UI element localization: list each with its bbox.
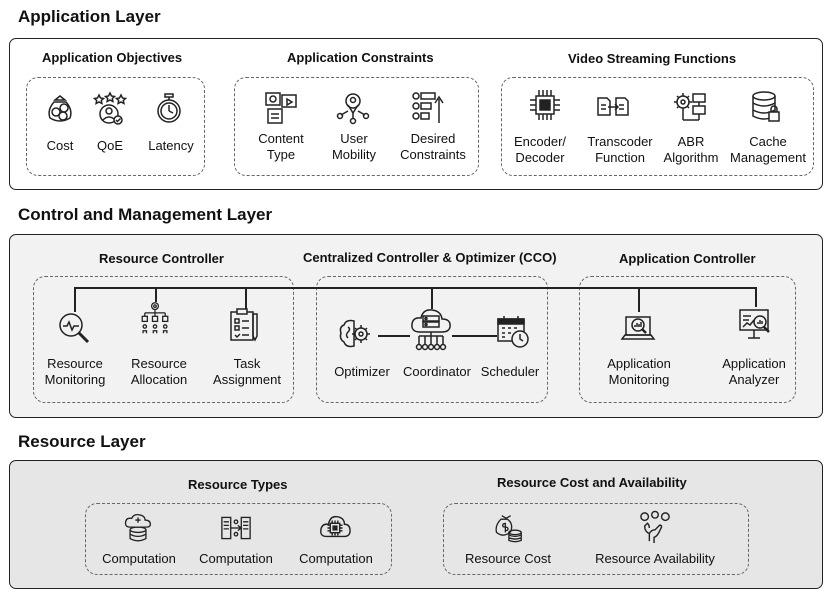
connector-optimizer-coordinator [378,335,410,337]
connector-task-assignment [245,287,247,309]
stopwatch-icon [152,92,186,126]
task-clipboard-icon [228,308,262,342]
control-bus-line [74,287,756,289]
hand-availability-icon [639,510,671,543]
calendar-scheduler-icon [496,315,530,349]
connector-app-monitoring [638,287,640,312]
application-objectives-group [26,77,205,176]
objective-label-cost: Cost [46,138,74,153]
coins-cost-icon [493,512,523,544]
cloud-chip-icon [319,512,351,544]
allocation-tree-icon [138,301,172,335]
video-streaming-title: Video Streaming Functions [568,51,737,66]
brain-optimizer-icon [338,317,372,351]
presentation-analyzer-icon [738,307,772,341]
application-layer-title: Application Layer [18,7,161,26]
cco-group [316,276,548,403]
connector-resource-monitoring [74,287,76,312]
resource-layer-box [9,460,823,589]
resource-cost-group [443,503,749,575]
cache-database-icon [749,90,783,124]
constraints-list-icon [411,91,445,125]
application-constraints-group [234,77,479,176]
cco-label-coordinator: Coordinator [403,364,471,379]
resource-cost-title: Resource Cost and Availability [497,475,687,490]
resource-controller-group [33,276,294,403]
connector-app-analyzer [755,287,757,307]
computation-flow-icon [221,513,251,543]
cco-title: Centralized Controller & Optimizer (CCO) [303,250,557,265]
video-streaming-group [501,77,814,176]
objective-label-latency: Latency [148,138,194,153]
cco-label-scheduler: Scheduler [480,364,540,379]
cloud-coordinator-icon [408,306,454,352]
resource-types-title: Resource Types [188,477,288,492]
resource-cost-label: Resource Cost [465,551,551,566]
connector-coordinator [431,287,433,309]
objective-label-qoe: QoE [96,138,124,153]
money-bag-icon [43,92,77,126]
application-layer-box [9,38,823,190]
monitoring-magnifier-icon [57,311,91,345]
cco-label-optimizer: Optimizer [334,364,390,379]
content-type-icon [264,91,298,125]
application-controller-group [579,276,796,403]
encoder-chip-icon [528,88,562,122]
resource-types-group [85,503,392,575]
resource-availability-label: Resource Availability [595,551,715,566]
stars-user-icon [92,91,128,126]
user-mobility-icon [336,91,370,125]
resource-type-label-2: Computation [199,551,273,566]
resource-type-label-3: Computation [299,551,373,566]
application-constraints-title: Application Constraints [287,50,434,65]
transcoder-icon [596,90,630,124]
resource-layer-title: Resource Layer [18,432,146,451]
video-label-encoder: Encoder/Decoder [513,134,567,165]
application-objectives-title: Application Objectives [42,50,183,65]
resource-controller-title: Resource Controller [99,251,224,266]
resource-type-label-1: Computation [102,551,176,566]
connector-resource-allocation [155,287,157,302]
laptop-monitoring-icon [620,311,656,345]
connector-coordinator-scheduler [452,335,497,337]
cloud-database-icon [123,513,153,543]
abr-gear-icon [673,90,707,124]
application-controller-title: Application Controller [619,251,756,266]
control-layer-title: Control and Management Layer [18,205,273,224]
